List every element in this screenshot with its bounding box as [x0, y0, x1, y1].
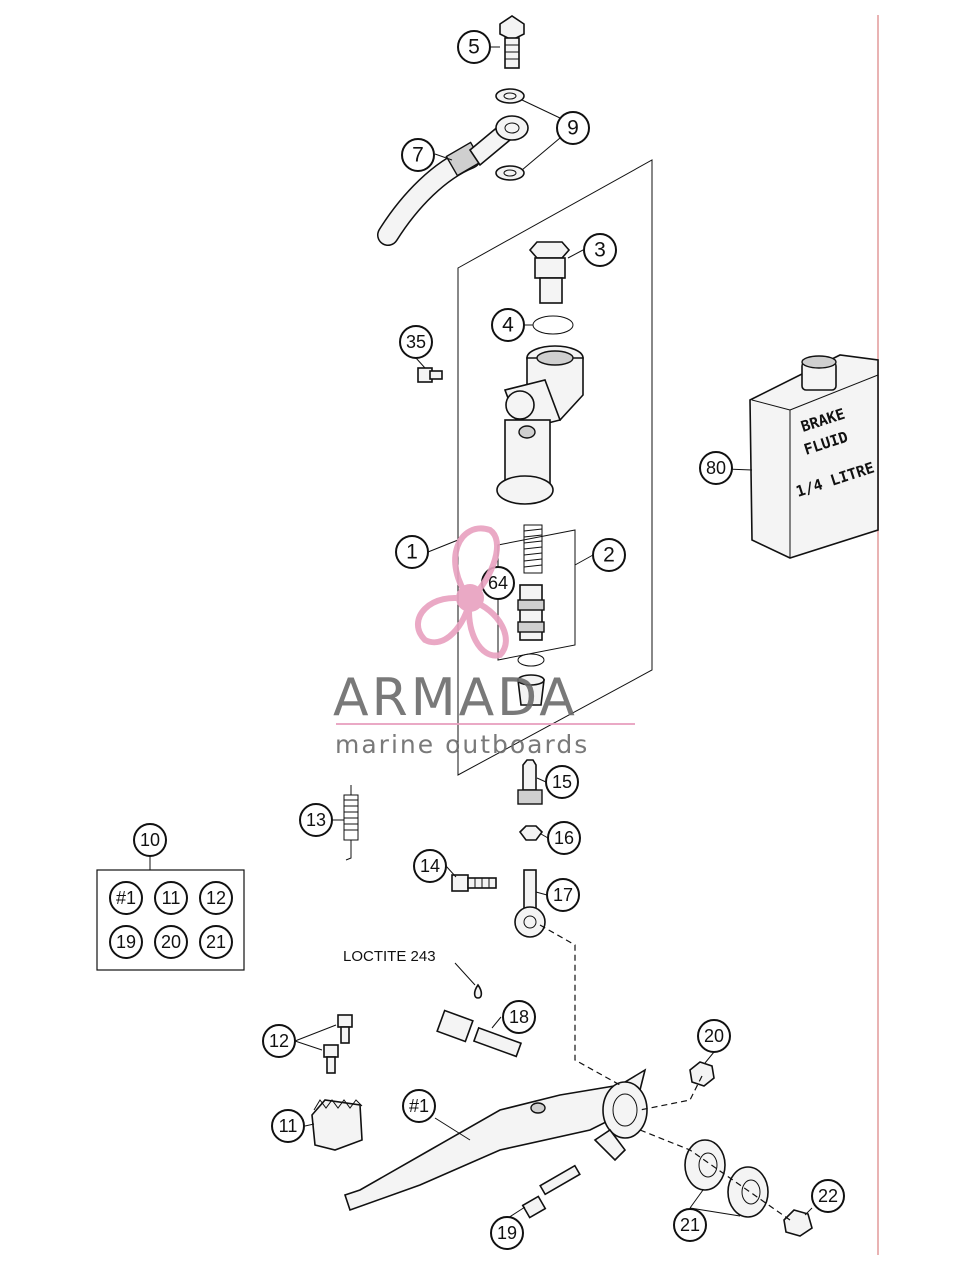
step-bolts [323, 1014, 353, 1074]
svg-text:21: 21 [206, 932, 226, 952]
hex-nut [518, 825, 544, 841]
callout-2: 2 [592, 538, 626, 572]
callout-7: 7 [401, 138, 435, 172]
brake-fluid-can: BRAKE FLUID 1/4 LITRE [749, 354, 879, 559]
callout-16: 16 [547, 821, 581, 855]
svg-text:35: 35 [406, 332, 426, 352]
svg-text:14: 14 [420, 856, 440, 876]
callout-11: 11 [271, 1109, 305, 1143]
kit-callout-20: 20 [154, 925, 188, 959]
callout-15: 15 [545, 765, 579, 799]
callout-3: 3 [583, 233, 617, 267]
callout-9: 9 [556, 111, 590, 145]
lever-pin-bolt [521, 1164, 581, 1219]
lever-bolt [436, 1009, 523, 1058]
svg-text:5: 5 [468, 36, 480, 59]
callout-10: 10 [133, 823, 167, 857]
o-ring [532, 315, 574, 335]
assembly-line-3 [639, 1129, 791, 1221]
callout-5: 5 [457, 30, 491, 64]
svg-text:15: 15 [552, 772, 572, 792]
svg-text:18: 18 [509, 1007, 529, 1027]
piston-spring [523, 524, 543, 574]
svg-text:80: 80 [706, 458, 726, 478]
svg-text:19: 19 [497, 1223, 517, 1243]
brake-hose [377, 115, 529, 246]
svg-text:10: 10 [140, 830, 160, 850]
assembly-line-1 [539, 924, 621, 1086]
callout-19: 19 [490, 1216, 524, 1250]
circlip [517, 653, 545, 667]
master-cylinder-body [496, 345, 584, 505]
brake-lever [343, 1068, 648, 1212]
svg-text:11: 11 [279, 1116, 298, 1136]
bleed-screw [417, 367, 443, 383]
callout-17: 17 [546, 878, 580, 912]
callout-22: 22 [811, 1179, 845, 1213]
callout-80: 80 [699, 451, 733, 485]
watermark-tagline: marine outboards [335, 730, 589, 759]
piston [517, 584, 545, 641]
loctite-note: LOCTITE 243 [343, 948, 436, 965]
callout-20: 20 [697, 1019, 731, 1053]
svg-text:#1: #1 [409, 1096, 429, 1116]
svg-text:20: 20 [161, 932, 181, 952]
svg-text:19: 19 [116, 932, 136, 952]
kit-box [96, 869, 245, 971]
svg-text:7: 7 [412, 144, 424, 167]
pivot-bolt [451, 874, 497, 892]
footpeg-step [311, 1099, 363, 1151]
callout-12: 12 [262, 1024, 296, 1058]
kit-callout-12: 12 [199, 881, 233, 915]
callout-14: 14 [413, 849, 447, 883]
banjo-bolt [499, 15, 525, 69]
svg-text:16: 16 [554, 828, 574, 848]
svg-text:#1: #1 [116, 888, 136, 908]
assembly-frame [457, 159, 653, 776]
callout-1: 1 [395, 535, 429, 569]
reservoir-cap [528, 241, 571, 304]
svg-text:2: 2 [603, 544, 615, 567]
svg-text:11: 11 [162, 888, 181, 908]
svg-text:4: 4 [502, 314, 514, 337]
callout-35: 35 [399, 325, 433, 359]
push-rod [514, 759, 546, 938]
svg-text:13: 13 [306, 810, 326, 830]
kit-callout-21: 21 [199, 925, 233, 959]
assembly-line-2 [639, 1075, 703, 1111]
axle-nut [783, 1209, 813, 1237]
callout-13: 13 [299, 803, 333, 837]
kit-callout-19: 19 [109, 925, 143, 959]
svg-text:64: 64 [488, 573, 508, 593]
svg-text:20: 20 [704, 1026, 724, 1046]
callout-21: 21 [673, 1208, 707, 1242]
propeller-logo-icon [415, 525, 509, 659]
watermark: ARMADA marine outboards [333, 525, 635, 759]
callout-4: 4 [491, 308, 525, 342]
callout-lever: #1 [402, 1089, 436, 1123]
kit-callout-1: #1 [109, 881, 143, 915]
callout-18: 18 [502, 1000, 536, 1034]
lever-nut [689, 1061, 715, 1087]
svg-text:12: 12 [269, 1031, 289, 1051]
watermark-brand: ARMADA [333, 668, 578, 728]
kit-callout-11: 11 [154, 881, 188, 915]
bearings [684, 1139, 769, 1218]
svg-text:12: 12 [206, 888, 226, 908]
svg-text:17: 17 [553, 885, 573, 905]
svg-text:3: 3 [594, 239, 606, 262]
loctite-drop [473, 983, 483, 999]
svg-text:1: 1 [406, 541, 418, 564]
washer-bottom [495, 165, 525, 181]
svg-text:21: 21 [680, 1215, 700, 1235]
svg-text:9: 9 [567, 117, 579, 140]
washer-top [495, 88, 525, 104]
return-spring [343, 785, 359, 861]
svg-text:22: 22 [818, 1186, 838, 1206]
